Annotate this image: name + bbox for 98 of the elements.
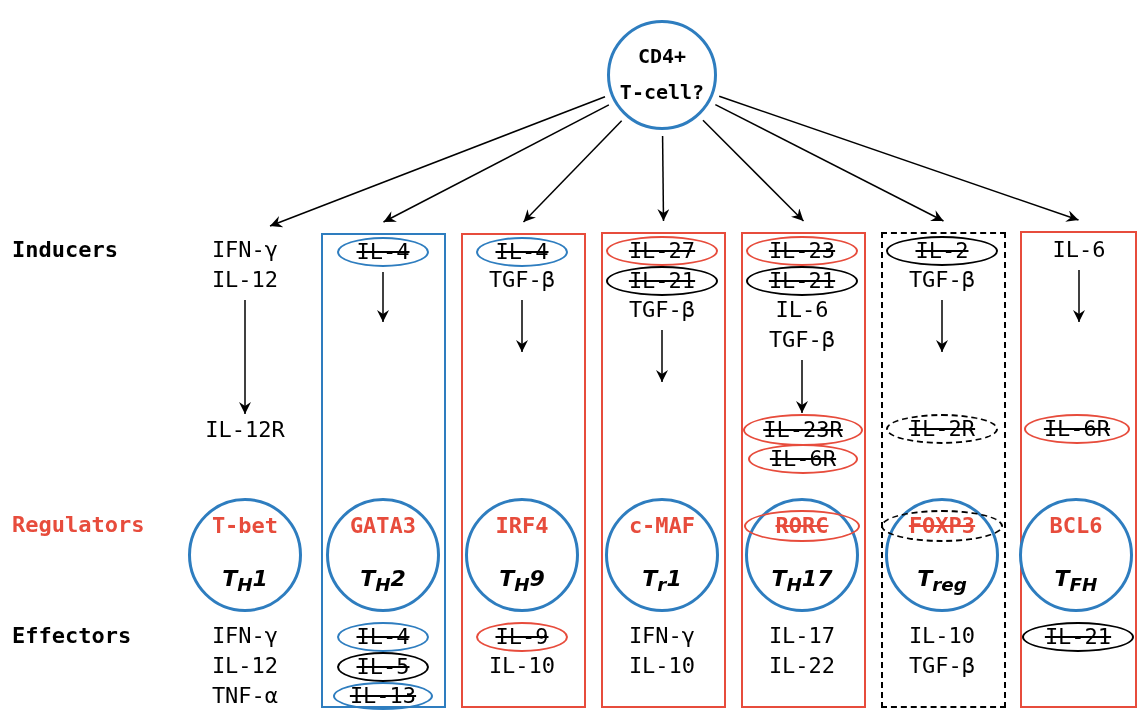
- cytokine-label: IL-6: [1051, 236, 1107, 264]
- regulator-name: IRF4: [494, 512, 550, 540]
- cytokine-label: IL-13: [349, 684, 417, 708]
- regulator-name: RORC: [775, 514, 829, 538]
- row-header: Inducers: [12, 236, 118, 264]
- row-header: Effectors: [12, 622, 132, 650]
- arrow: [1073, 269, 1085, 323]
- column-frame: [321, 233, 446, 708]
- cell-circle: [607, 20, 717, 130]
- cytokine-label: IL-10: [907, 622, 977, 650]
- arrow: [702, 119, 805, 222]
- cytokine-ellipse: [606, 266, 718, 296]
- cytokine-label: TGF-β: [487, 266, 557, 294]
- cytokine-label: IL-21: [628, 269, 696, 293]
- arrow: [269, 96, 606, 228]
- cytokine-label: IL-12: [210, 266, 280, 294]
- cytokine-label: TNF-α: [210, 682, 280, 710]
- cytokine-ellipse: [337, 237, 429, 267]
- cytokine-label: IL-23R: [763, 418, 843, 442]
- cytokine-ellipse: [337, 652, 429, 682]
- arrow: [796, 359, 808, 414]
- cytokine-ellipse: [748, 444, 858, 474]
- cytokine-label: TGF-β: [627, 296, 697, 324]
- cell-type-label: T$_{H}$2: [359, 565, 407, 598]
- cytokine-label: IL-10: [627, 652, 697, 680]
- cell-type-label: T$_{reg}$: [916, 565, 968, 598]
- cytokine-label: IL-4: [356, 625, 410, 649]
- column-frame: [461, 233, 586, 708]
- cell-label: CD4+ T-cell?: [618, 43, 706, 106]
- cell-type-label: T$_{FH}$: [1053, 565, 1099, 598]
- cell-type-label: T$_{H}$1: [221, 565, 269, 598]
- row-header: Regulators: [12, 511, 145, 539]
- cytokine-ellipse: [1024, 414, 1130, 444]
- arrow: [377, 271, 389, 323]
- cytokine-label: IL-21: [1044, 625, 1112, 649]
- column-frame: [601, 232, 726, 708]
- arrow: [657, 135, 670, 222]
- cytokine-label: IFN-γ: [210, 622, 280, 650]
- regulator-name: GATA3: [348, 512, 418, 540]
- cytokine-label: IL-12R: [204, 416, 286, 444]
- cytokine-ellipse: [337, 622, 429, 652]
- arrow: [656, 329, 668, 383]
- cytokine-ellipse: [1022, 622, 1134, 652]
- cell-type-label: T$_{r}$1: [641, 565, 683, 598]
- cytokine-label: TGF-β: [907, 266, 977, 294]
- regulator-name: c-MAF: [627, 512, 697, 540]
- cell-circle: [326, 498, 440, 612]
- cell-circle: [745, 498, 859, 612]
- regulator-name: BCL6: [1048, 512, 1104, 540]
- cytokine-label: IL-17: [767, 622, 837, 650]
- arrow: [522, 120, 623, 223]
- cytokine-label: TGF-β: [907, 652, 977, 680]
- cytokine-ellipse: [886, 414, 998, 444]
- cytokine-label: IL-6R: [769, 447, 837, 471]
- cytokine-label: IL-27: [628, 239, 696, 263]
- cytokine-label: IL-21: [768, 269, 836, 293]
- regulator-name: T-bet: [210, 512, 280, 540]
- arrow: [936, 299, 948, 353]
- cytokine-label: IFN-γ: [627, 622, 697, 650]
- cytokine-label: IL-2: [915, 239, 969, 263]
- cytokine-label: IL-9: [495, 625, 549, 649]
- cytokine-ellipse: [333, 682, 433, 710]
- cytokine-ellipse: [881, 510, 1003, 542]
- cytokine-label: IL-12: [210, 652, 280, 680]
- arrow: [718, 95, 1080, 222]
- cytokine-label: IL-4: [495, 240, 549, 264]
- cytokine-label: IL-6R: [1043, 417, 1111, 441]
- regulator-name: FOXP3: [908, 514, 976, 538]
- arrow: [239, 299, 251, 415]
- cytokine-label: IL-2R: [908, 417, 976, 441]
- cytokine-label: IL-6: [774, 296, 830, 324]
- cytokine-ellipse: [746, 266, 858, 296]
- cell-circle: [605, 498, 719, 612]
- column-frame: [1020, 231, 1137, 708]
- cytokine-label: IL-4: [356, 240, 410, 264]
- cytokine-ellipse: [746, 236, 858, 266]
- cell-type-label: T$_{H}$9: [498, 565, 546, 598]
- arrow: [382, 104, 610, 223]
- cytokine-label: IL-22: [767, 652, 837, 680]
- arrow: [714, 103, 945, 222]
- cell-circle: [465, 498, 579, 612]
- cell-circle: [188, 498, 302, 612]
- cytokine-label: TGF-β: [767, 326, 837, 354]
- column-frame: [881, 232, 1006, 708]
- cytokine-ellipse: [886, 236, 998, 266]
- cell-circle: [1019, 498, 1133, 612]
- cell-type-label: T$_{H}$17: [770, 565, 834, 598]
- column-frame: [741, 232, 866, 708]
- cytokine-label: IL-10: [487, 652, 557, 680]
- cytokine-ellipse: [606, 236, 718, 266]
- cytokine-ellipse: [476, 237, 568, 267]
- cytokine-label: IFN-γ: [210, 236, 280, 264]
- cytokine-label: IL-23: [768, 239, 836, 263]
- arrow: [516, 299, 528, 353]
- cytokine-ellipse: [476, 622, 568, 652]
- cytokine-ellipse: [744, 510, 860, 542]
- cytokine-ellipse: [743, 414, 863, 446]
- cytokine-label: IL-5: [356, 655, 410, 679]
